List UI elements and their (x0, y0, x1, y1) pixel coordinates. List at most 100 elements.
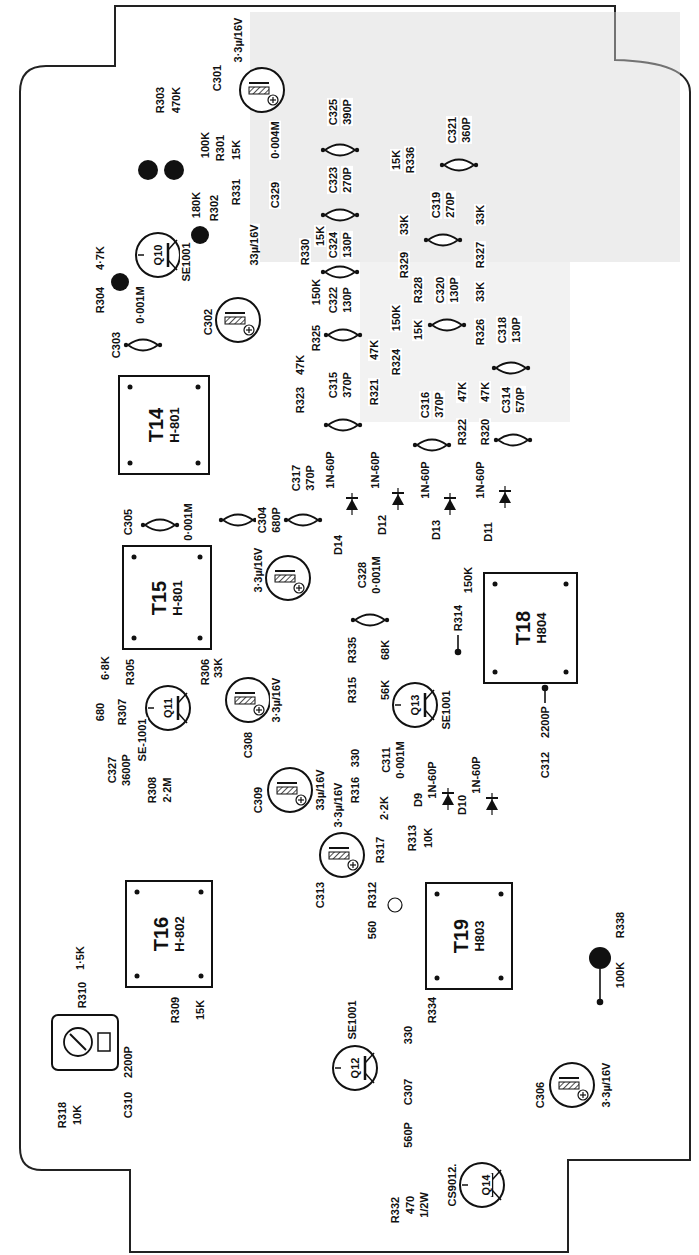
component-label: 270P (341, 166, 353, 194)
component-label: 0·001M (182, 502, 194, 541)
component-label: C304 (256, 506, 268, 534)
component-label: R324 (390, 348, 402, 376)
transformer-box: T19H803 (425, 882, 513, 990)
ceramic-capacitor (219, 515, 257, 526)
component-label: 1N-60P (324, 450, 336, 489)
component-label: 33K (474, 204, 486, 226)
component-label: 1N-60P (426, 760, 438, 799)
component-label: R306 (199, 658, 211, 686)
component-label: 130P (341, 231, 353, 259)
component-label: 370P (433, 391, 445, 419)
component-label: C310 (122, 1091, 134, 1119)
component-label: 0·001M (394, 740, 406, 779)
electrolytic-capacitor (550, 1063, 594, 1107)
component-label: C314 (500, 386, 512, 414)
part-number: H-802 (173, 916, 188, 951)
electrolytic-capacitor (268, 768, 312, 812)
component-label: 130P (510, 316, 522, 344)
component-label: Q13 (409, 694, 421, 717)
transformer-text: T18H804 (512, 611, 550, 645)
component-label: 330 (402, 1025, 414, 1045)
component-label: C318 (496, 316, 508, 344)
transformer-box: T15H-801 (122, 545, 212, 650)
component-label: C307 (402, 1078, 414, 1106)
ceramic-capacitor (324, 330, 362, 341)
component-label: SE-1001 (136, 718, 148, 763)
component-label: R330 (299, 238, 311, 266)
part-reference: T16 (150, 916, 173, 951)
mounting-hole (388, 898, 402, 912)
diode-symbol (442, 788, 454, 810)
component-label: R314 (452, 604, 464, 632)
component-label: 370P (341, 371, 353, 399)
part-number: H-801 (168, 407, 183, 442)
component-label: C319 (430, 191, 442, 219)
ceramic-capacitor (424, 235, 462, 246)
part-reference: T18 (512, 611, 535, 645)
component-label: 33K (398, 214, 410, 236)
component-label: C312 (539, 751, 551, 779)
ceramic-capacitor (321, 210, 359, 221)
component-label: R328 (412, 276, 424, 304)
electrolytic-capacitor (320, 833, 364, 877)
component-label: C327 (106, 756, 118, 784)
component-label: 2200P (539, 705, 551, 739)
component-label: R312 (366, 881, 378, 909)
component-label: R309 (169, 996, 181, 1024)
component-label: R305 (124, 658, 136, 686)
electrolytic-capacitor (226, 678, 270, 722)
component-label: C303 (110, 331, 122, 359)
component-label: 3·3µ/16V (270, 677, 282, 724)
component-label: D14 (332, 534, 344, 556)
component-label: 47K (456, 381, 468, 403)
transistor-symbol (460, 1163, 504, 1207)
ceramic-capacitor (324, 420, 362, 431)
component-label: 3·3µ/16V (332, 782, 344, 829)
component-label: 100K (199, 131, 211, 159)
ceramic-capacitor (321, 267, 359, 278)
resistor-dot (164, 160, 184, 180)
component-label: 680 (94, 702, 106, 722)
board-outline (20, 6, 690, 1252)
component-label: 68K (379, 639, 391, 661)
component-label: D12 (376, 514, 388, 536)
component-label: 150K (310, 278, 322, 306)
component-label: 1N-60P (369, 450, 381, 489)
transistor-symbol (393, 683, 437, 727)
transistor-symbol (146, 686, 190, 730)
component-label: 150K (462, 566, 474, 594)
component-label: 560 (366, 920, 378, 940)
ceramic-capacitor (413, 440, 451, 451)
component-label: D11 (482, 521, 494, 543)
component-label: R303 (154, 86, 166, 114)
component-label: 15K (390, 149, 402, 171)
component-label: SE1001 (180, 241, 192, 282)
part-reference: T19 (450, 919, 473, 953)
component-label: C316 (419, 391, 431, 419)
component-label: C311 (380, 746, 392, 774)
component-label: C329 (269, 181, 281, 209)
component-label: Q12 (349, 1057, 361, 1080)
component-label: R326 (474, 318, 486, 346)
potentiometer (52, 1015, 118, 1070)
component-label: 470 (404, 1195, 416, 1215)
transformer-text: T19H803 (450, 919, 488, 953)
component-label: R301 (214, 134, 226, 162)
diode-symbol (499, 486, 511, 508)
component-label: R321 (368, 378, 380, 406)
component-label: R327 (474, 241, 486, 269)
component-label: 33µ/16V (314, 768, 326, 811)
component-label: 360P (460, 116, 472, 144)
component-label: R322 (456, 418, 468, 446)
resistor-dot (111, 273, 129, 291)
component-label: 370P (304, 464, 316, 492)
ceramic-capacitor (321, 145, 359, 156)
component-label: 100K (614, 961, 626, 989)
component-label: R310 (76, 981, 88, 1009)
component-label: R315 (346, 676, 358, 704)
component-label: 33K (212, 657, 224, 679)
ceramic-capacitor (284, 515, 322, 526)
component-label: C325 (327, 98, 339, 126)
component-label: Q14 (480, 1174, 492, 1197)
component-lead (456, 635, 603, 1005)
